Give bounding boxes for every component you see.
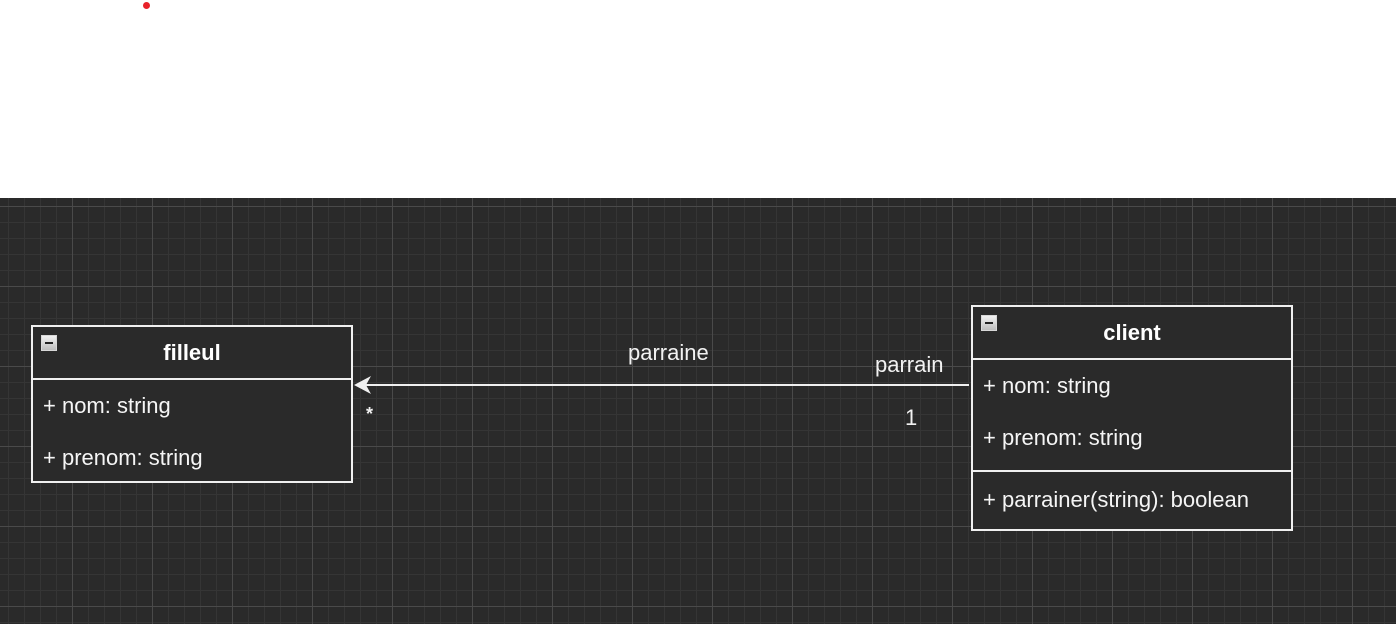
diagram-canvas[interactable]: filleul + nom: string + prenom: string c…	[0, 198, 1396, 624]
class-operation[interactable]: + parrainer(string): boolean	[983, 487, 1249, 512]
source-multiplicity-label[interactable]: 1	[905, 405, 918, 430]
class-name: filleul	[163, 339, 221, 365]
class-header[interactable]: client	[973, 307, 1291, 360]
uml-class-filleul[interactable]: filleul + nom: string + prenom: string	[31, 325, 353, 483]
association-edge-layer	[354, 376, 969, 394]
class-attribute[interactable]: + nom: string	[43, 393, 171, 418]
class-name: client	[1103, 319, 1161, 345]
association-arrowhead	[354, 376, 371, 394]
target-multiplicity-label[interactable]: *	[366, 404, 374, 424]
red-marker-dot	[143, 2, 150, 9]
source-role-label[interactable]: parrain	[875, 352, 944, 377]
class-attribute[interactable]: + nom: string	[983, 373, 1111, 398]
uml-class-client[interactable]: client + nom: string + prenom: string + …	[971, 305, 1293, 531]
collapse-minus-icon[interactable]	[981, 315, 997, 331]
class-attribute[interactable]: + prenom: string	[43, 445, 203, 470]
class-section-divider	[973, 470, 1291, 472]
top-blank-area	[0, 0, 1396, 198]
class-header[interactable]: filleul	[33, 327, 351, 380]
association-name-label[interactable]: parraine	[628, 340, 709, 365]
class-attribute[interactable]: + prenom: string	[983, 425, 1143, 450]
collapse-minus-icon[interactable]	[41, 335, 57, 351]
